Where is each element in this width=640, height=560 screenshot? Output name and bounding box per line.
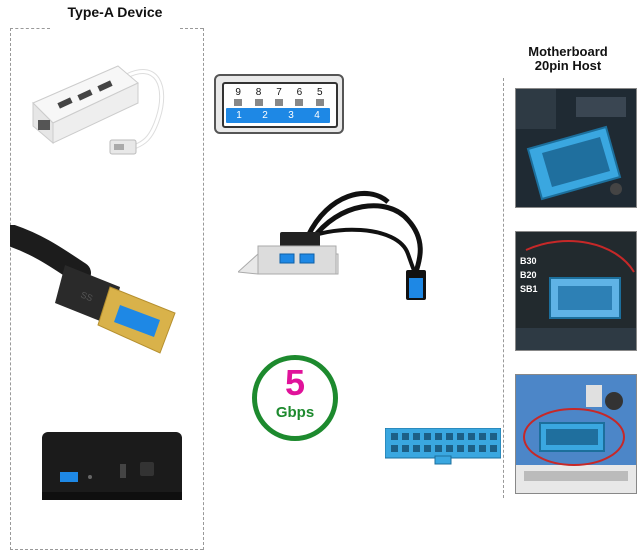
usb-pin-contact — [234, 99, 243, 106]
usb3-port-pinout: 9 8 7 6 5 1 2 3 4 — [214, 74, 344, 134]
usb-hub-ethernet-image — [32, 65, 165, 155]
motherboard-photo-2: B30 B20 SB1 — [515, 231, 637, 351]
speed-badge: 5 Gbps — [252, 355, 338, 441]
left-frame-left-edge — [10, 28, 11, 550]
type-a-device-title: Type-A Device — [67, 4, 163, 20]
usb3-top-pins — [228, 99, 330, 106]
usb-pin-number: 6 — [296, 87, 303, 98]
usb-pin-number: 8 — [255, 87, 262, 98]
usb-pin-number: 3 — [288, 110, 294, 121]
usb3-port-inner: 9 8 7 6 5 1 2 3 4 — [222, 82, 338, 128]
svg-text:SS: SS — [79, 290, 94, 304]
usb-pin-number: 9 — [235, 87, 241, 98]
left-frame-top-edge-b — [180, 28, 203, 29]
usb3-top-pin-numbers: 9 8 7 6 5 — [228, 87, 330, 98]
usb-pin-number: 4 — [314, 110, 320, 121]
motherboard-host-title: Motherboard 20pin Host — [508, 45, 628, 73]
usb-pin-number: 2 — [262, 110, 268, 121]
motherboard-header-image-2 — [516, 232, 636, 350]
mb-label-sb1: SB1 — [520, 284, 538, 294]
usb3-blue-tongue: 1 2 3 4 — [226, 108, 330, 123]
speed-unit: Gbps — [275, 404, 315, 421]
mb-label-b30: B30 — [520, 256, 537, 266]
usb-pin-contact — [295, 99, 304, 106]
motherboard-photo-1 — [515, 88, 637, 208]
left-frame-right-edge — [203, 28, 204, 550]
external-drive-image — [42, 432, 182, 500]
bracket-cable-product-image — [238, 191, 426, 300]
usb-pin-number: 7 — [276, 87, 282, 98]
usb-pin-number: 1 — [236, 110, 242, 121]
usb3-cable-plug-image: SS — [10, 225, 176, 354]
usb-pin-number: 5 — [316, 87, 323, 98]
left-frame-bottom-edge — [10, 549, 203, 550]
motherboard-title-line2: 20pin Host — [534, 58, 602, 73]
20pin-header-diagram — [385, 428, 501, 465]
motherboard-header-image-1 — [516, 89, 636, 207]
left-frame-top-edge-a — [10, 28, 50, 29]
usb-pin-contact — [254, 99, 263, 106]
motherboard-header-image-3 — [516, 375, 636, 493]
motherboard-photo-3 — [515, 374, 637, 494]
usb-pin-contact — [274, 99, 283, 106]
right-divider-line — [503, 78, 504, 498]
usb-pin-contact — [315, 99, 324, 106]
speed-number: 5 — [284, 362, 306, 403]
motherboard-title-line1: Motherboard — [528, 44, 608, 59]
mb-label-b20: B20 — [520, 270, 537, 280]
